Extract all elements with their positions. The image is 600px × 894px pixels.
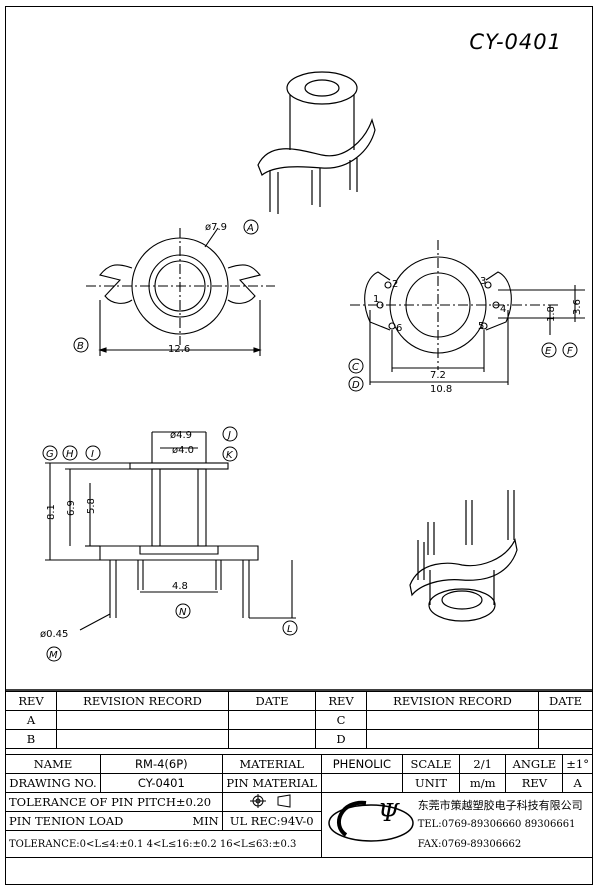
- svg-text:L: L: [287, 624, 293, 635]
- dim-top-diameter: ø7.9: [205, 222, 227, 233]
- svg-text:6: 6: [396, 323, 402, 334]
- svg-text:N: N: [179, 607, 187, 618]
- svg-text:A: A: [246, 223, 254, 234]
- dim-base-width: 4.8: [172, 581, 188, 592]
- svg-text:5: 5: [478, 321, 484, 332]
- svg-text:I: I: [91, 449, 94, 460]
- pin-numbers: 1 2 3 4 5 6: [373, 276, 506, 334]
- drawing-code: CY-0401: [469, 30, 562, 54]
- dim-height-mid: 6.9: [66, 500, 77, 516]
- svg-text:B: B: [77, 341, 84, 352]
- dim-width-top: 12.6: [168, 344, 190, 355]
- side-view: [45, 431, 296, 631]
- svg-text:C: C: [352, 362, 359, 373]
- dim-height-inner: 5.8: [86, 498, 97, 514]
- company-fax: FAX:0769-89306662: [417, 839, 522, 850]
- svg-text:1: 1: [373, 294, 379, 305]
- dim-bore-inner: ø4.0: [172, 445, 194, 456]
- svg-text:4: 4: [500, 304, 506, 315]
- revision-header-row: REV REVISION RECORD DATE REV REVISION RE…: [5, 691, 593, 711]
- top-view: [86, 227, 275, 356]
- dim-height-total: 8.1: [46, 504, 57, 520]
- dim-pin-span-inner: 7.2: [430, 370, 446, 381]
- dim-pin-diameter: ø0.45: [40, 629, 68, 640]
- dim-height-large: 3.6: [572, 299, 583, 315]
- title-block: NAME RM-4(6P) MATERIAL PHENOLIC SCALE 2/…: [5, 754, 594, 858]
- company-name: 东莞市策越塑胶电子科技有限公司: [417, 799, 583, 812]
- revision-row: B D: [5, 729, 593, 749]
- projection-symbol-icon: [249, 793, 291, 808]
- svg-text:G: G: [46, 449, 54, 460]
- geometric-tolerance-symbols: [221, 792, 322, 812]
- bottom-view: [350, 240, 585, 385]
- svg-text:K: K: [226, 450, 234, 461]
- svg-text:D: D: [352, 380, 360, 391]
- callouts: [42, 219, 578, 662]
- dim-bore-outer: ø4.9: [170, 430, 192, 441]
- svg-text:F: F: [567, 346, 573, 357]
- svg-text:M: M: [49, 650, 58, 661]
- dim-pin-span-outer: 10.8: [430, 384, 452, 395]
- dim-height-small: 1.8: [546, 306, 557, 322]
- revision-table: REV REVISION RECORD DATE REV REVISION RE…: [5, 691, 593, 749]
- svg-text:J: J: [226, 430, 231, 441]
- callout-letters: A B C D E F G H I J K L M N: [46, 223, 573, 661]
- svg-text:E: E: [545, 346, 552, 357]
- company-block: Ψ 东莞市策越塑胶电子科技有限公司 TEL:0769-89306660 8930…: [320, 792, 594, 858]
- drawing-frame: [5, 6, 593, 885]
- revision-row: A C: [5, 710, 593, 730]
- isometric-view-top: [257, 71, 376, 214]
- svg-text:H: H: [66, 449, 74, 460]
- isometric-view-bottom: [409, 490, 518, 622]
- svg-text:3: 3: [480, 276, 486, 287]
- svg-text:2: 2: [392, 279, 398, 290]
- company-tel: TEL:0769-89306660 89306661: [417, 819, 576, 830]
- svg-text:Ψ: Ψ: [378, 799, 400, 827]
- company-logo-icon: Ψ: [327, 799, 414, 842]
